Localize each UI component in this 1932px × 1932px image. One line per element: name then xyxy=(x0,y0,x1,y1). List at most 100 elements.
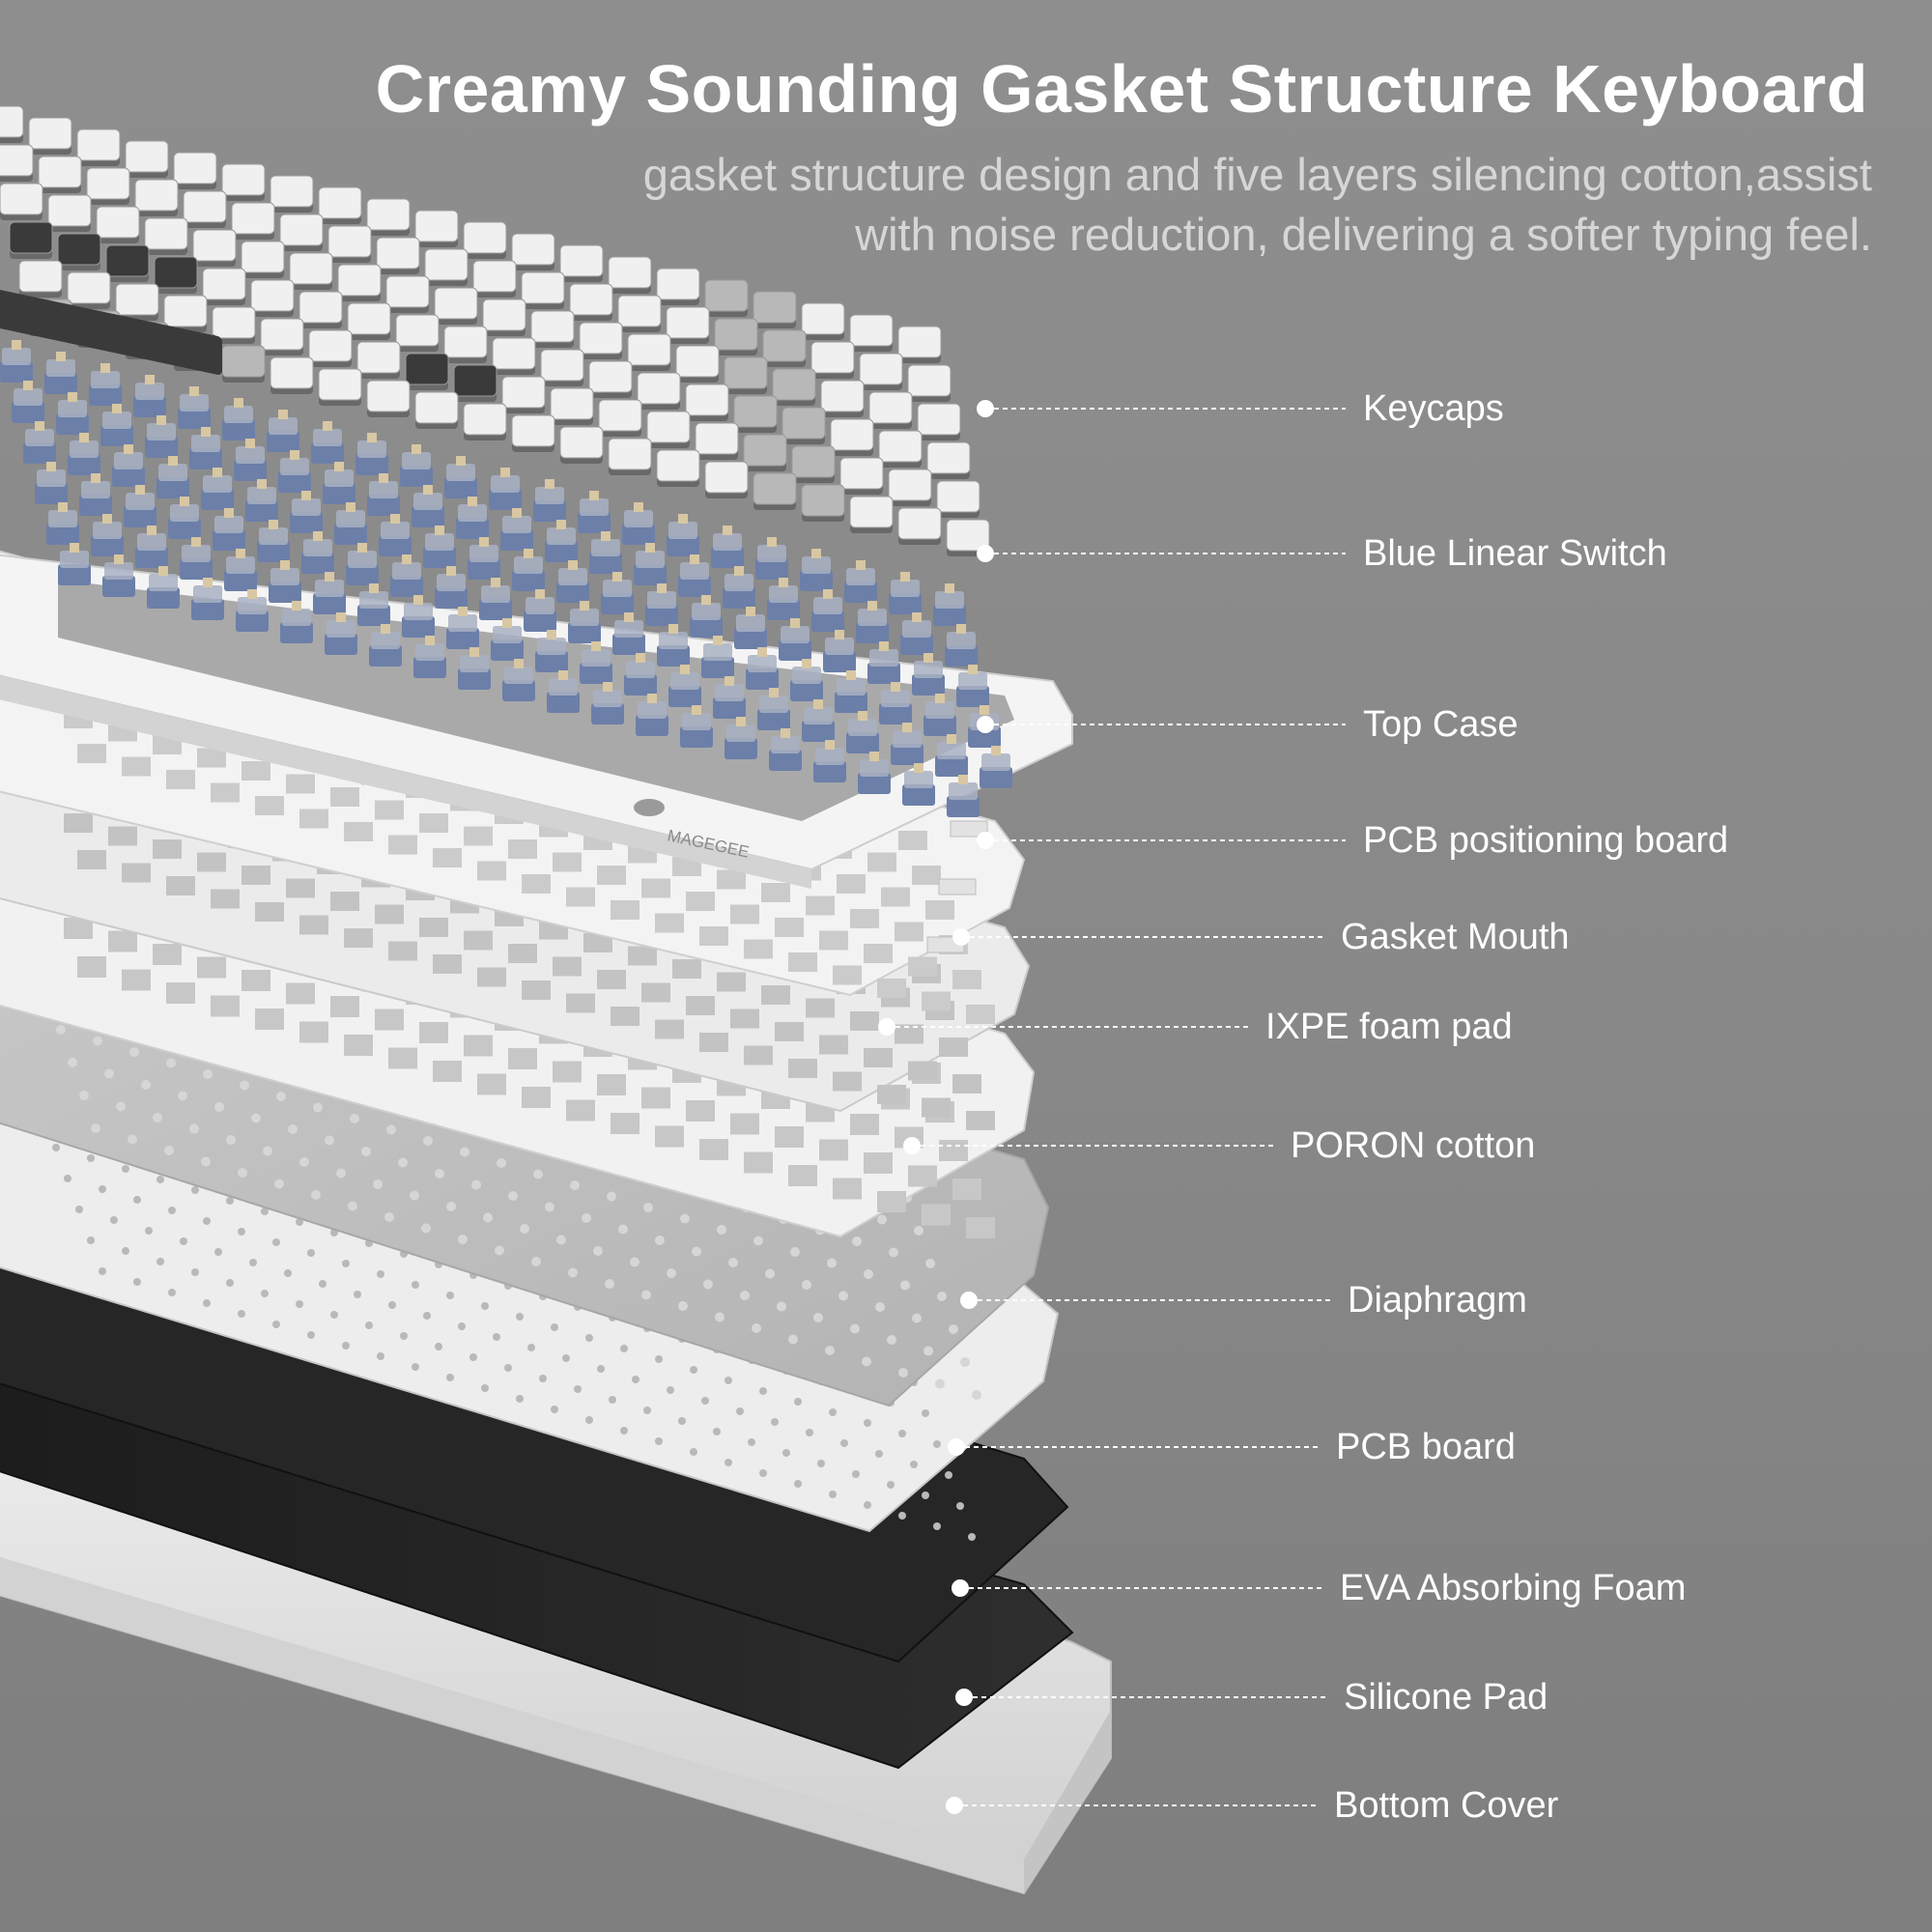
switch xyxy=(44,352,77,394)
switch xyxy=(311,421,344,464)
switch xyxy=(535,630,568,672)
diaphragm-dimple xyxy=(680,1213,690,1224)
pcb-solder-pad xyxy=(133,1196,141,1204)
switch-housing-top xyxy=(147,423,176,440)
pcb-solder-pad xyxy=(516,1395,524,1403)
diaphragm-dimple xyxy=(960,1357,970,1367)
switch-housing-top xyxy=(514,556,543,574)
switch xyxy=(444,456,477,498)
switch-stem xyxy=(334,462,344,471)
diaphragm-dimple xyxy=(605,1279,614,1289)
ixpe-cutout xyxy=(788,1059,817,1078)
switch-stem xyxy=(991,746,1001,755)
switch xyxy=(224,549,257,591)
keycap xyxy=(443,326,488,358)
switch-stem xyxy=(524,549,533,558)
diaphragm-dimple xyxy=(827,1258,837,1268)
pcb-solder-pad xyxy=(551,1406,558,1413)
switch xyxy=(145,415,178,458)
switch-housing-top xyxy=(748,655,777,672)
poron-cutout xyxy=(788,1165,817,1186)
ixpe-cutout xyxy=(464,930,493,951)
switch-housing-bottom xyxy=(325,634,357,655)
poron-cutout xyxy=(597,1074,626,1095)
poron-cutout xyxy=(375,1009,404,1031)
switch-housing-bottom xyxy=(91,535,124,556)
keycap xyxy=(540,349,584,382)
switch-stem xyxy=(491,578,500,587)
pcb-solder-pad xyxy=(446,1374,454,1381)
pcb-solder-pad xyxy=(226,1279,234,1287)
switch-housing-top xyxy=(837,678,866,696)
diaphragm-dimple xyxy=(373,1179,383,1189)
diaphragm-dimple xyxy=(887,1335,896,1345)
switch-stem xyxy=(947,734,956,744)
switch-housing-top xyxy=(724,574,753,591)
switch-housing-bottom xyxy=(601,593,634,614)
switch-housing-top xyxy=(313,429,342,446)
switch-housing-top xyxy=(769,585,798,603)
ixpe-cutout xyxy=(286,878,315,898)
pcb-solder-pad xyxy=(261,1290,269,1297)
keycap xyxy=(714,318,758,351)
diaphragm-dimple xyxy=(900,1280,910,1291)
switch-stem xyxy=(779,578,788,587)
switch-housing-bottom xyxy=(135,547,168,568)
pcb-solder-pad xyxy=(898,1512,906,1520)
switch-stem xyxy=(668,624,678,634)
pcb-solder-pad xyxy=(458,1322,466,1330)
diaphragm-dimple xyxy=(703,1279,713,1290)
diaphragm-dimple xyxy=(276,1092,286,1101)
switch-housing-top xyxy=(547,527,576,545)
switch-stem xyxy=(835,630,844,639)
layer-label-silicone-pad: Silicone Pad xyxy=(1344,1677,1548,1718)
ixpe-cutout xyxy=(655,1019,684,1039)
switch-housing-bottom xyxy=(12,402,44,423)
diaphragm-dimple xyxy=(923,1346,933,1356)
keycap xyxy=(482,298,526,331)
keycap xyxy=(0,105,24,138)
poron-cutout xyxy=(122,969,151,991)
pcb-solder-pad xyxy=(516,1313,524,1321)
switch-stem xyxy=(500,468,510,477)
switch xyxy=(547,670,580,713)
switch-stem xyxy=(935,694,945,703)
diaphragm-dimple xyxy=(570,1180,580,1190)
switch xyxy=(35,462,68,504)
switch-housing-top xyxy=(81,481,110,498)
switch-housing-top xyxy=(692,603,721,620)
switch-stem xyxy=(301,491,311,500)
keycap xyxy=(414,391,459,424)
switch-housing-top xyxy=(126,493,155,510)
switch-housing-bottom xyxy=(301,553,334,574)
switch-stem xyxy=(636,653,645,663)
switch-housing-top xyxy=(102,412,131,429)
switch xyxy=(634,543,667,585)
positioning-cutout xyxy=(925,900,954,920)
keycap xyxy=(753,472,797,505)
switch-housing-top xyxy=(757,545,786,562)
pcb-solder-pad xyxy=(272,1321,280,1328)
switch xyxy=(724,717,757,759)
switch-stem xyxy=(813,699,823,709)
switch xyxy=(502,659,535,701)
switch xyxy=(500,508,533,551)
keycap xyxy=(289,252,333,285)
keycap xyxy=(878,430,923,463)
keycap xyxy=(839,457,884,490)
diaphragm-dimple xyxy=(935,1378,945,1389)
switch-housing-top xyxy=(327,620,355,638)
poron-cutout xyxy=(833,1178,862,1200)
switch-housing-bottom xyxy=(622,524,655,545)
pcb-solder-pad xyxy=(585,1416,593,1424)
switch-stem xyxy=(325,572,334,582)
switch-housing-top xyxy=(25,429,54,446)
switch-housing-top xyxy=(280,458,309,475)
keycap xyxy=(521,271,565,304)
diaphragm-dimple xyxy=(802,1280,811,1290)
keycap xyxy=(617,295,662,327)
poron-cutout xyxy=(553,1061,582,1083)
keycap xyxy=(704,279,749,312)
pcb-solder-pad xyxy=(759,1387,767,1395)
ixpe-cutout xyxy=(597,970,626,989)
